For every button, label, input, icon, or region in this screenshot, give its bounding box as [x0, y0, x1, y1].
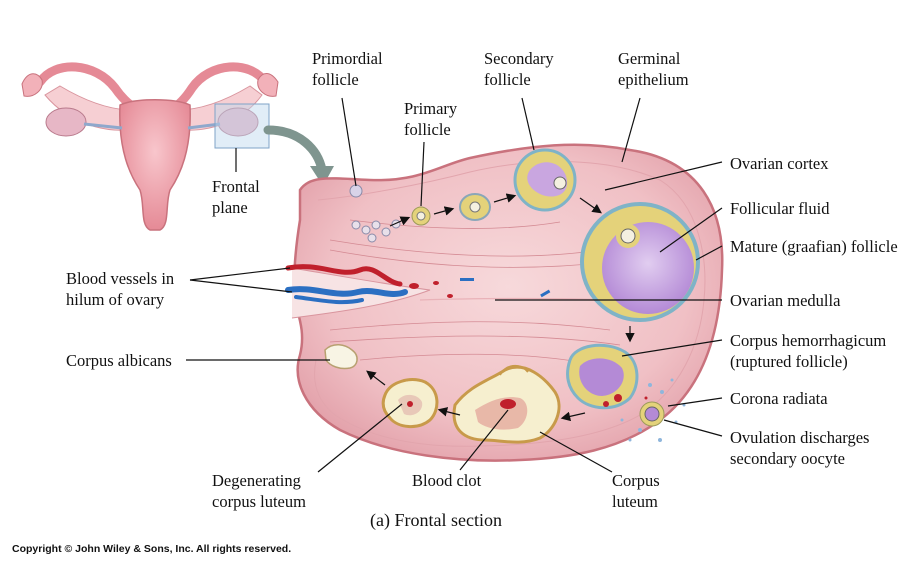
- label-follicular-fluid: Follicular fluid: [730, 199, 830, 218]
- primary-follicle: [411, 206, 431, 226]
- blood-vessels: [285, 264, 551, 305]
- label-corpus-hemorrhagicum: Corpus hemorrhagicum (ruptured follicle): [730, 331, 887, 371]
- released-oocyte: [639, 401, 665, 427]
- label-frontal-plane: Frontal plane: [212, 177, 260, 217]
- copyright-notice: Copyright © John Wiley & Sons, Inc. All …: [12, 543, 292, 555]
- inset-arrow-head: [310, 166, 334, 186]
- label-degenerating-corpus-luteum: Degenerating corpus luteum: [212, 471, 306, 511]
- label-ovarian-cortex: Ovarian cortex: [730, 154, 829, 173]
- figure-caption: (a) Frontal section: [370, 510, 502, 530]
- mature-follicle: [580, 202, 700, 322]
- label-blood-clot: Blood clot: [412, 471, 482, 490]
- growing-follicle: [459, 193, 491, 221]
- corpus-albicans: [324, 344, 358, 370]
- label-ovulation: Ovulation discharges secondary oocyte: [730, 428, 870, 468]
- inset-arrow: [263, 125, 327, 175]
- label-ovarian-medulla: Ovarian medulla: [730, 291, 841, 310]
- label-corpus-luteum: Corpus luteum: [612, 471, 660, 511]
- ovulation-spray: [620, 378, 686, 442]
- label-secondary-follicle: Secondary follicle: [484, 49, 554, 89]
- label-corpus-albicans: Corpus albicans: [66, 351, 172, 370]
- secondary-follicle: [513, 148, 577, 212]
- label-mature-follicle: Mature (graafian) follicle: [730, 237, 898, 256]
- label-primordial-follicle: Primordial follicle: [312, 49, 383, 89]
- leader-lines: [186, 97, 723, 473]
- label-primary-follicle: Primary follicle: [404, 99, 458, 139]
- label-germinal-epithelium: Germinal epithelium: [618, 49, 689, 89]
- label-corona-radiata: Corona radiata: [730, 389, 828, 408]
- primordial-follicles: [349, 184, 401, 243]
- label-blood-vessels: Blood vessels in hilum of ovary: [66, 269, 175, 309]
- degenerating-corpus-luteum: [381, 378, 439, 428]
- uterus-inset: [21, 62, 279, 231]
- corpus-hemorrhagicum: [566, 343, 639, 410]
- corpus-luteum: [452, 364, 561, 444]
